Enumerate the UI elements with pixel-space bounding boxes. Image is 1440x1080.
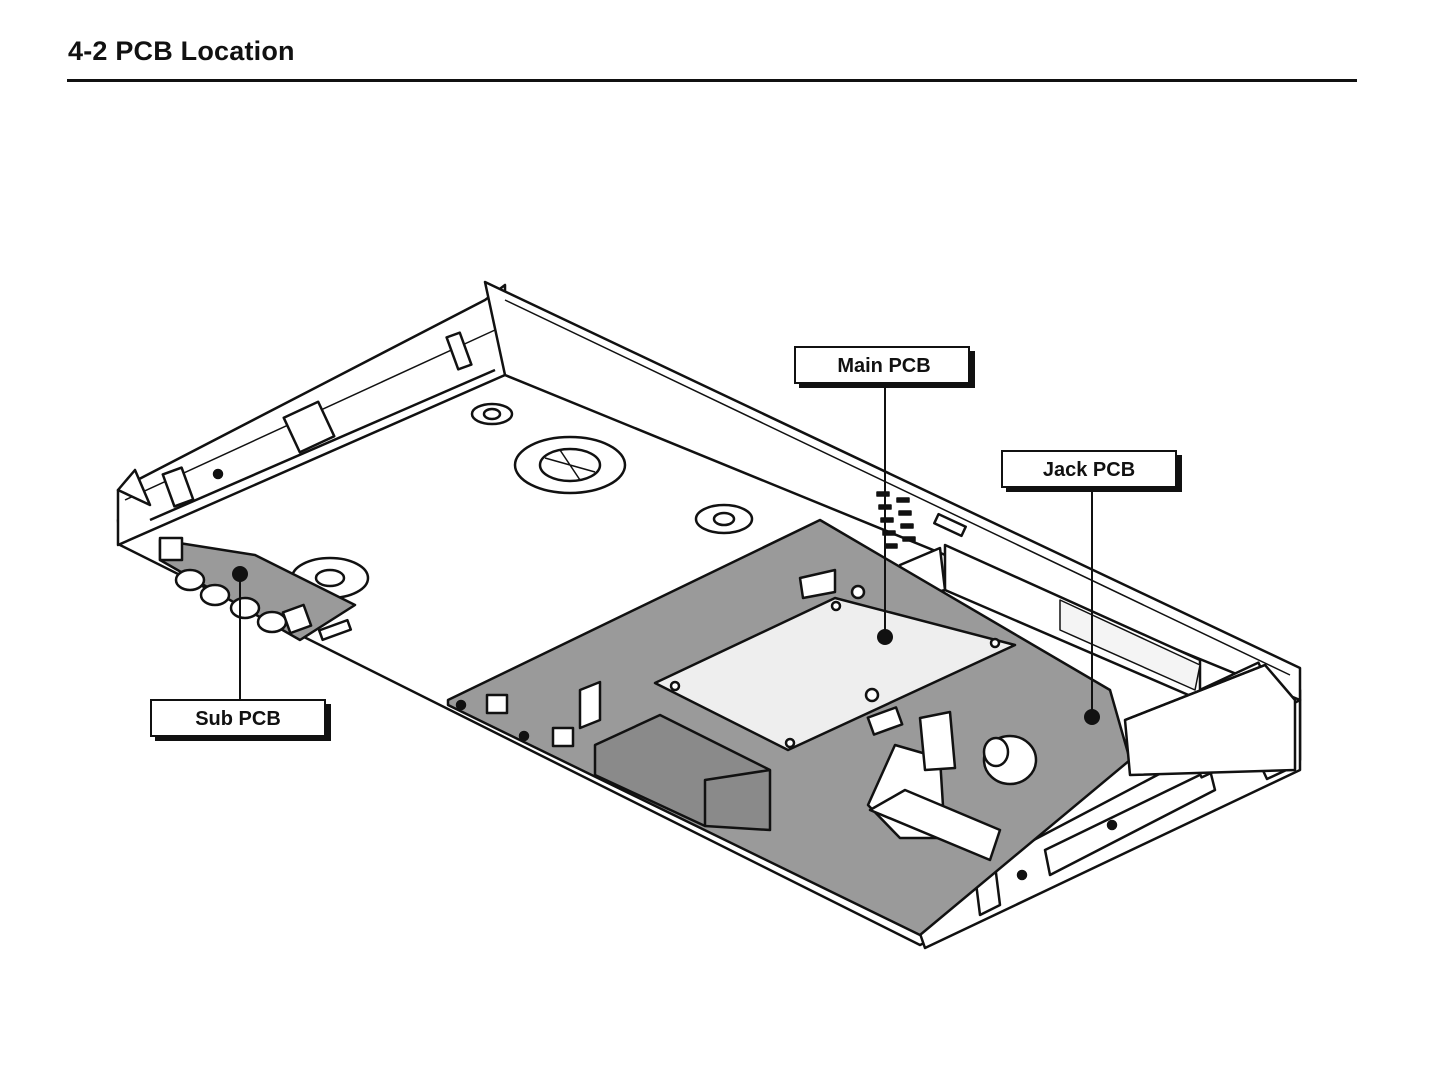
marker-dot-sub xyxy=(232,566,248,582)
marker-dot-main xyxy=(877,629,893,645)
label-jack-pcb: Jack PCB xyxy=(1043,459,1135,481)
label-main-pcb: Main PCB xyxy=(837,355,930,377)
marker-dot-jack xyxy=(1084,709,1100,725)
chassis-illustration xyxy=(118,282,1300,948)
label-sub-pcb: Sub PCB xyxy=(195,708,281,730)
